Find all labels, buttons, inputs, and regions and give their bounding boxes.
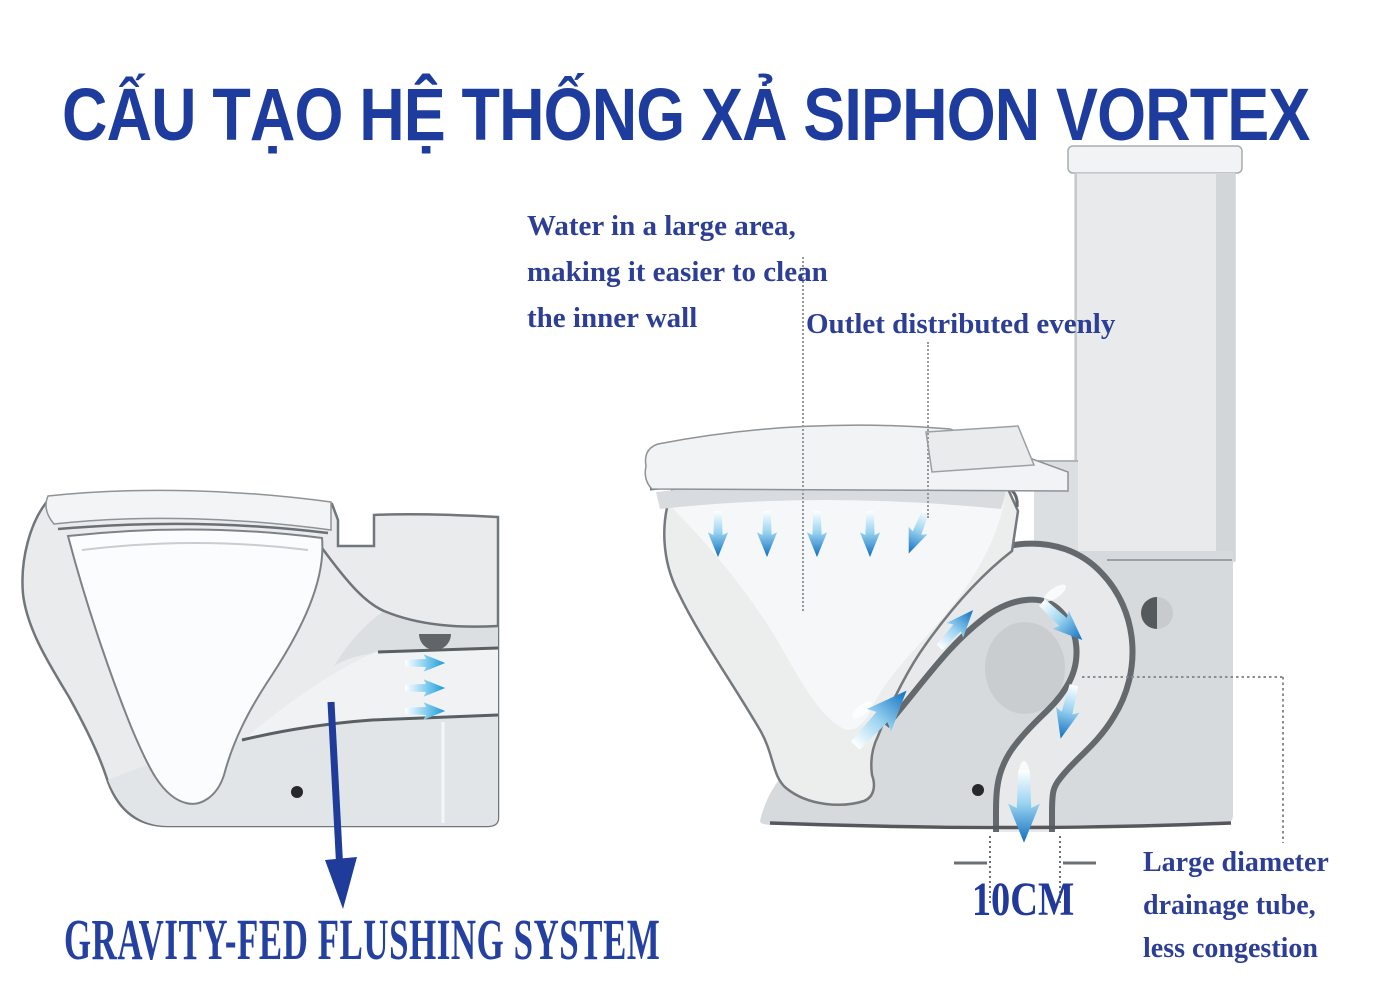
trap-hole-shading: [985, 622, 1065, 714]
outlet-channel: [241, 646, 499, 823]
toilet-seat: [45, 489, 332, 535]
drainage-note-line: Large diameter: [1143, 847, 1329, 878]
toilet-seat: [644, 424, 1069, 492]
dimension-marks: [954, 836, 1096, 906]
outlet-note-leader-line: [927, 342, 929, 518]
drainage-note-line: less congestion: [1143, 933, 1318, 964]
fixing-dot: [291, 786, 303, 798]
drainage-leader-line: [1082, 676, 1284, 843]
page-title: CẤU TẠO HỆ THỐNG XẢ SIPHON VORTEX: [62, 73, 1310, 156]
bowl-interior: [66, 528, 324, 805]
arrow-down-icon: [325, 701, 357, 909]
water-area-note-line: Water in a large area,: [527, 210, 796, 242]
fixing-dot: [972, 784, 984, 796]
deck-sweep-line: [320, 547, 499, 628]
dimension-label: 10CM: [971, 873, 1075, 926]
trip-lever-notch: [419, 634, 451, 650]
water-area-note-line: making it easier to clean: [527, 256, 828, 288]
outlet-note: Outlet distributed evenly: [806, 308, 1116, 340]
water-note-leader-line: [802, 257, 804, 611]
floor-line: [769, 821, 1232, 830]
drainage-note-line: drainage tube,: [1143, 890, 1316, 921]
gravity-system-label: GRAVITY-FED FLUSHING SYSTEM: [64, 907, 661, 972]
cistern-tank: [1067, 145, 1243, 562]
drainage-note: Large diameter drainage tube, less conge…: [1143, 841, 1329, 970]
left-toilet-illustration: [21, 489, 500, 909]
water-area-note: Water in a large area, making it easier …: [527, 203, 828, 341]
trip-lever-hole: [1141, 597, 1173, 629]
flow-arrow-right-icon: [405, 654, 446, 720]
right-toilet-illustration: [644, 145, 1284, 906]
water-area-note-line: the inner wall: [527, 302, 698, 334]
